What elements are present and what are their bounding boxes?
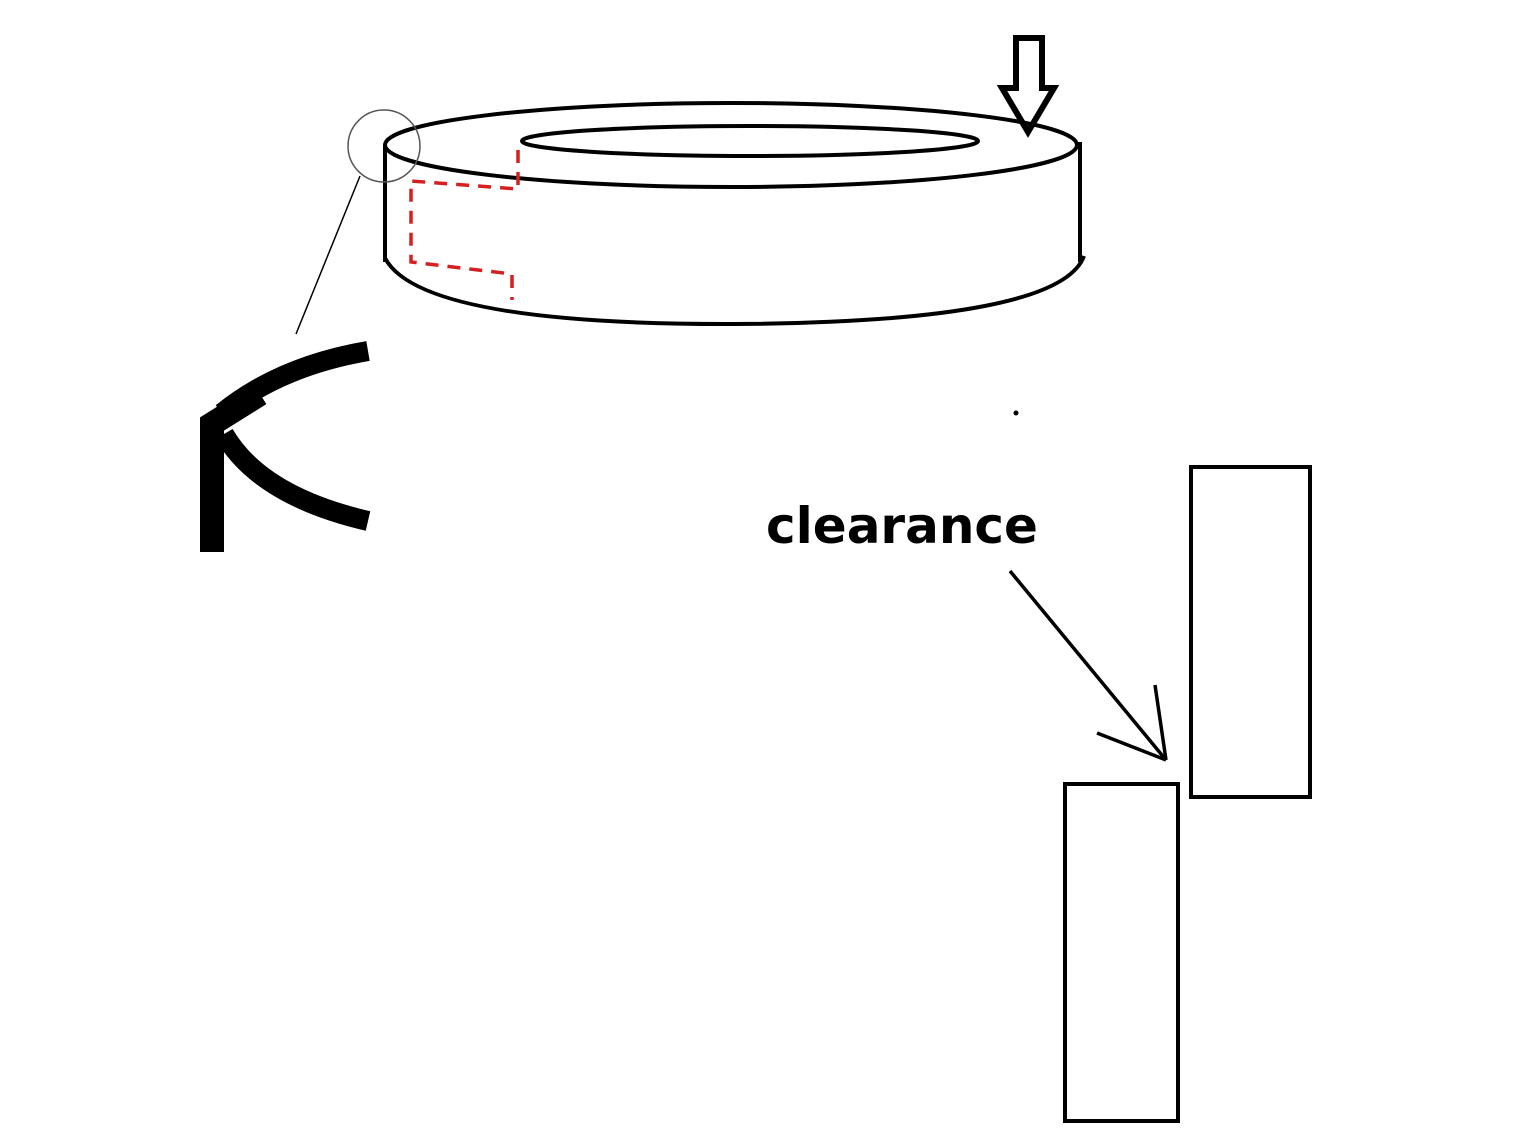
ring-top-inner-ellipse — [520, 124, 980, 158]
rotation-arrow-lower-arc — [215, 428, 371, 531]
ring-part — [383, 101, 1086, 327]
detail-callout — [295, 109, 421, 335]
leader-arrowhead-upper — [1153, 684, 1168, 761]
rotation-arrowhead — [200, 383, 267, 552]
detail-leader-line — [295, 175, 361, 335]
clearance-label: clearance — [766, 497, 1038, 555]
dashed-step-profile — [409, 150, 520, 300]
rotation-arrow-icon — [200, 341, 371, 552]
ring-bottom-edge — [383, 255, 1086, 327]
lower-block — [1063, 782, 1180, 1123]
detail-circle — [347, 109, 421, 183]
leader-arrow-icon — [1008, 569, 1168, 762]
upper-block — [1189, 465, 1312, 799]
leader-arrow-shaft — [1008, 569, 1168, 762]
small-dot-mark — [1013, 410, 1019, 416]
down-arrow-icon — [996, 35, 1060, 138]
leader-arrowhead-lower — [1096, 731, 1167, 762]
